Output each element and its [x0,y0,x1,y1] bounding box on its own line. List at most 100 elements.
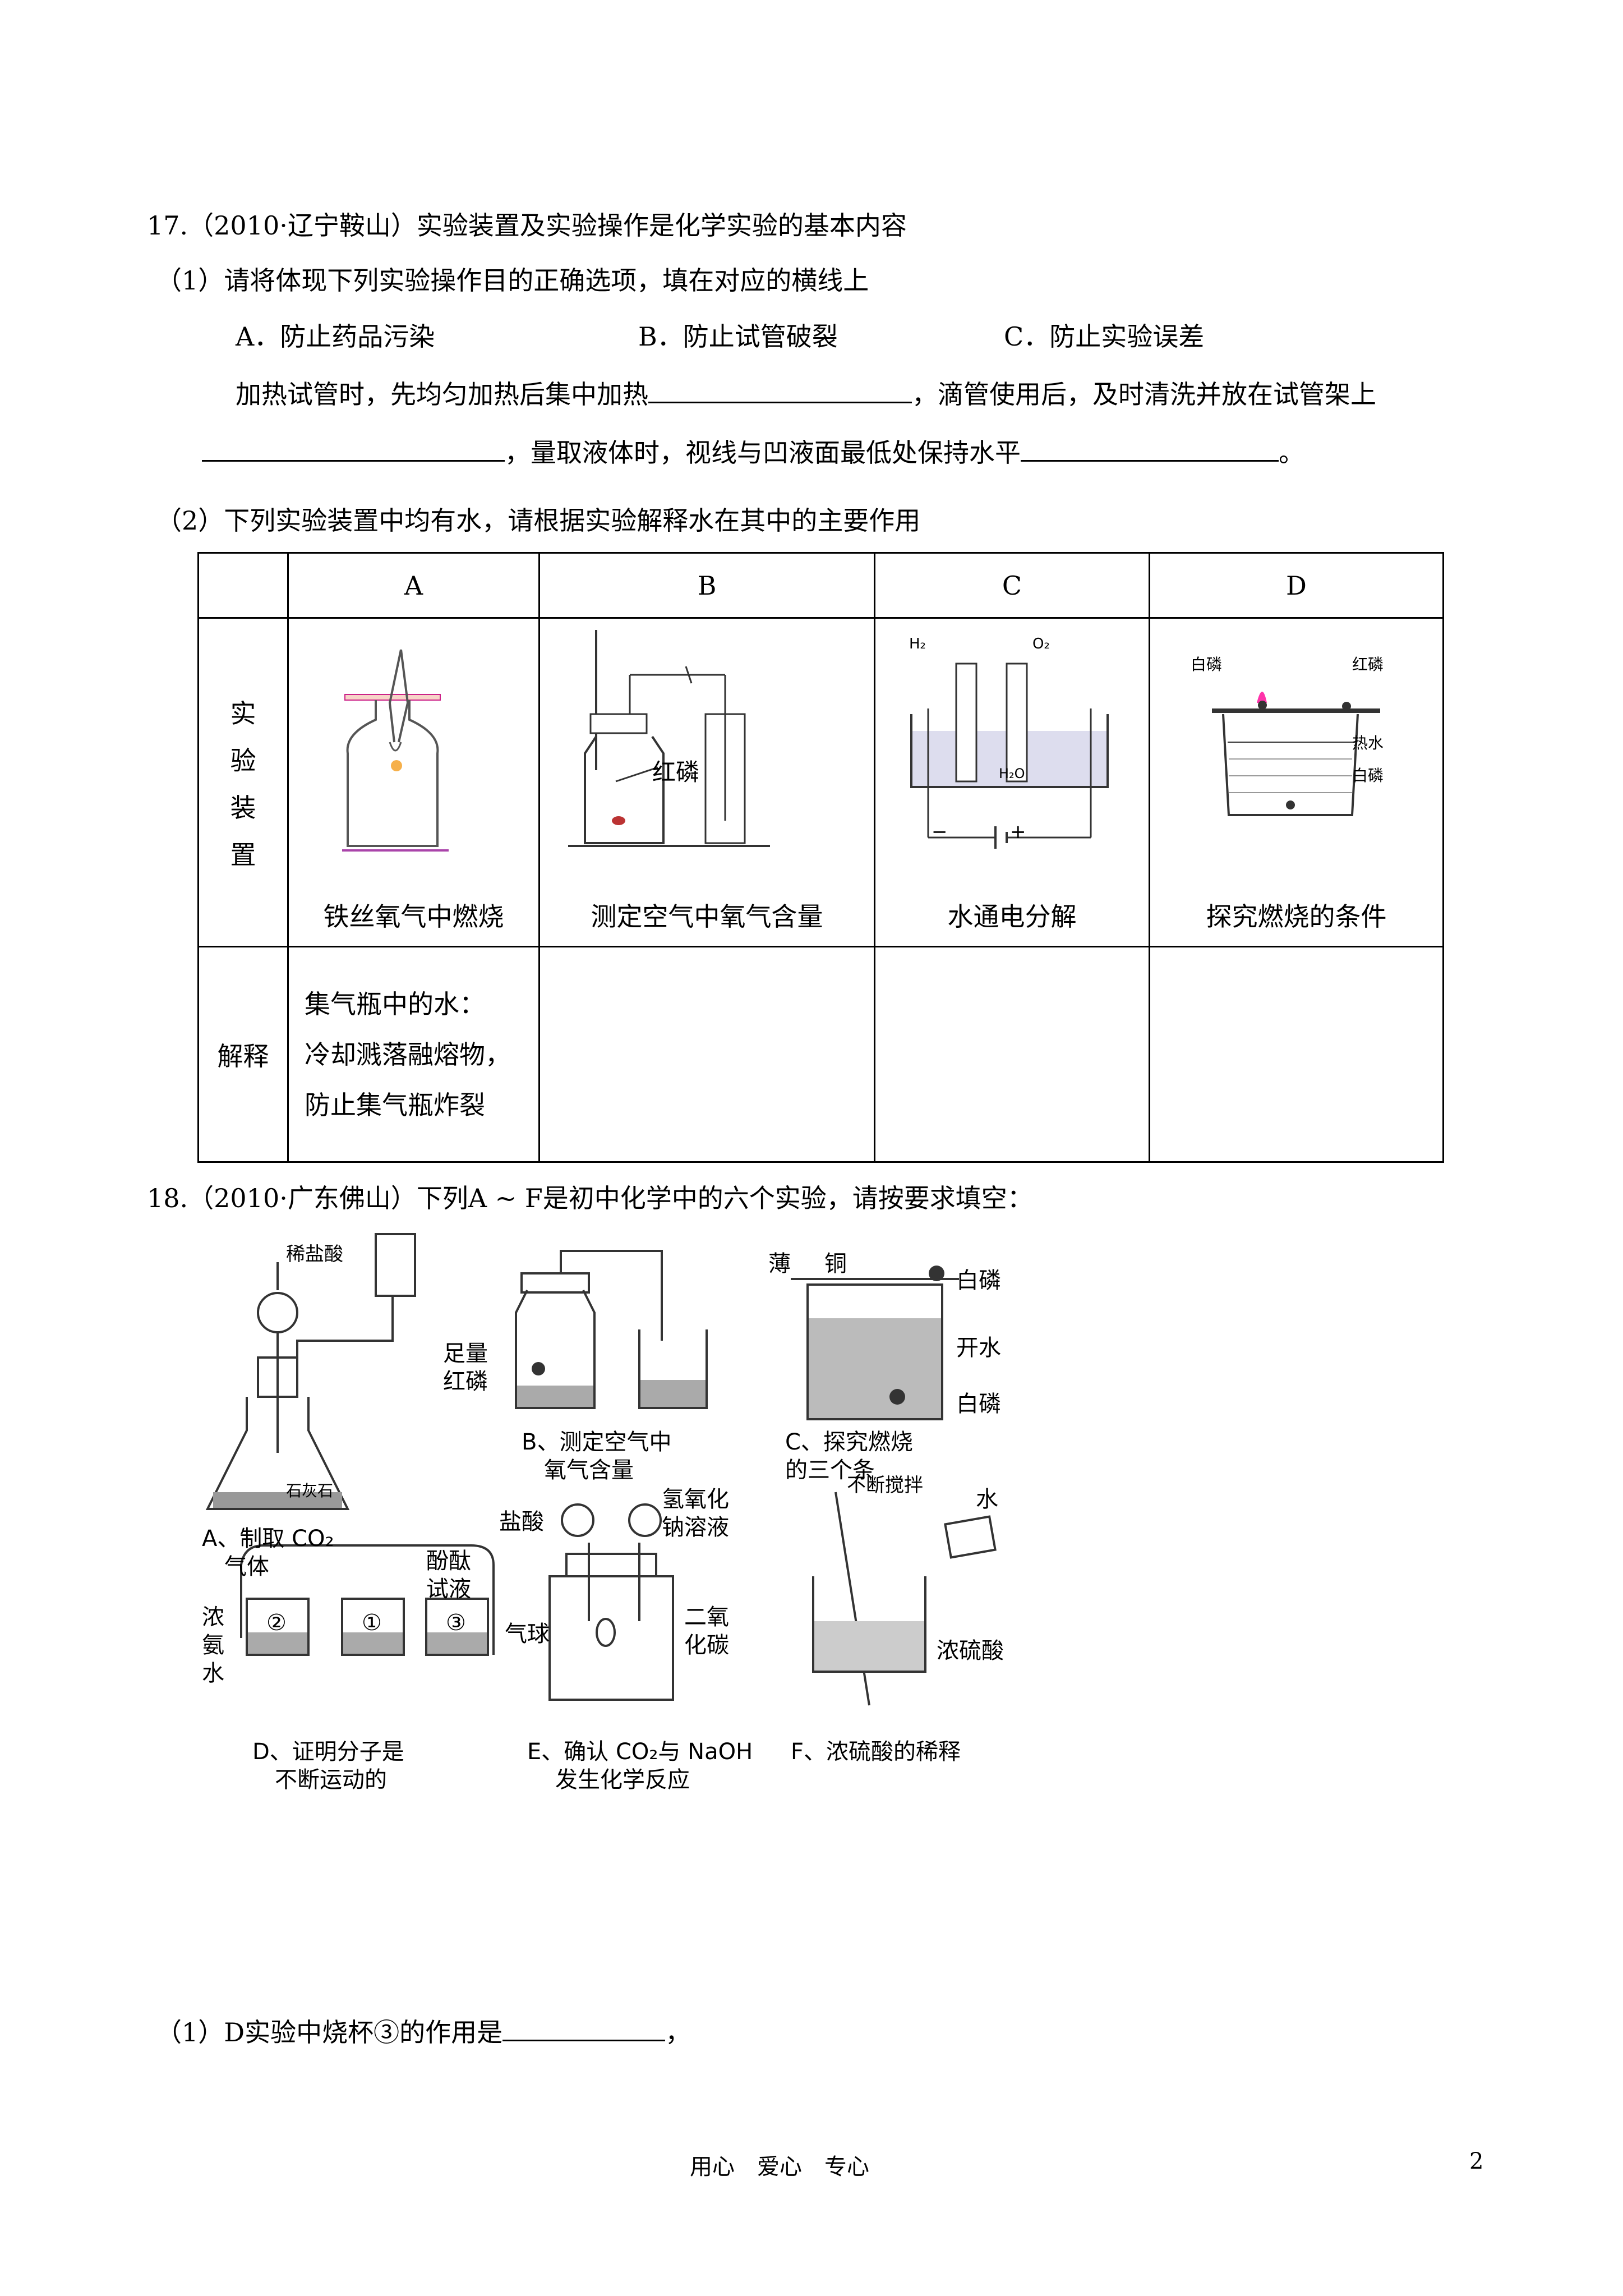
line1-text-a: 加热试管时，先均匀加热后集中加热 [236,379,648,409]
fig-a-caption-2: 气体 [224,1554,269,1580]
apparatus-cell-d: 白磷 红磷 热水 白磷 探究燃烧的条件 [1149,617,1444,947]
fig-f-caption: F、浓硫酸的稀释 [791,1739,961,1765]
fig-e-label-hcl: 盐酸 [499,1509,544,1535]
explain-a-line2: 冷却溅落融熔物， [305,1039,511,1070]
fig-a-caption-1: A、制取 CO₂ [202,1526,334,1552]
fig-b-caption-1: B、测定空气中 [522,1429,672,1455]
row-label-apparatus: 实 验 装 置 [197,617,289,947]
answer-blank-4[interactable] [502,2015,666,2041]
fig-f-label-sulfuric: 浓硫酸 [937,1638,1004,1664]
option-c: C．防止实验误差 [1004,321,1205,352]
fig-d-label-water: 水 [202,1660,224,1686]
row-label-char: 置 [230,839,256,870]
label-c-h2o: H₂O [999,766,1025,781]
label-c-minus: − [932,821,948,843]
option-a: A．防止药品污染 [236,321,435,352]
fig-a-label-limestone: 石灰石 [286,1481,334,1500]
iron-wire-burning-diagram [342,649,449,852]
fig-c-caption-2: 的三个条 [785,1457,875,1483]
answer-blank-2[interactable] [202,435,505,462]
fig-c-label-2: 铜 [824,1251,847,1277]
row-label-char: 验 [230,745,256,776]
explain-cell-d[interactable] [1149,946,1444,1163]
fig-f-label-water: 水 [976,1487,998,1512]
fig-c-caption-1: C、探究燃烧 [785,1429,913,1455]
fig-c-label-3: 白磷 [956,1268,1001,1294]
fig-e-caption-1: E、确认 CO₂与 NaOH [527,1739,753,1765]
q18-sub1: （1）D实验中烧杯③的作用是 ， [156,2015,691,2049]
fig-e-label-naoh-1: 氢氧化 [662,1487,729,1512]
apparatus-cell-c: H₂ O₂ H₂O − + 水通电分解 [874,617,1150,947]
fig-d-caption-2: 不断运动的 [275,1767,387,1793]
page-number: 2 [1469,2148,1484,2174]
label-d-white-phosphorus-2: 白磷 [1352,766,1384,785]
answer-blank-1[interactable] [648,377,912,403]
explain-cell-a: 集气瓶中的水： 冷却溅落融熔物， 防止集气瓶炸裂 [287,946,540,1163]
q18-sub1-text: （1）D实验中烧杯③的作用是 [156,2017,503,2047]
explain-cell-c[interactable] [874,946,1150,1163]
caption-b: 测定空气中氧气含量 [591,901,823,932]
footer-motto: 用心 爱心 专心 [690,2154,869,2180]
q17-line1: 加热试管时，先均匀加热后集中加热 ，滴管使用后，及时清洗并放在试管架上 [236,377,1376,411]
header-a: A [287,552,540,619]
fig-d-label-reagent: 试液 [426,1576,471,1602]
q17-part1: （1）请将体现下列实验操作目的正确选项，填在对应的横线上 [156,265,869,296]
caption-d: 探究燃烧的条件 [1206,901,1387,932]
fig-c-label-1: 薄 [768,1251,791,1277]
label-d-hot-water: 热水 [1352,734,1384,752]
electrolysis-diagram [910,662,1109,849]
apparatus-cell-b: 红磷 测定空气中氧气含量 [538,617,875,947]
label-d-white-phosphorus: 白磷 [1191,655,1223,674]
fig-d-beaker-3: ③ [446,1610,466,1636]
line2-text-a: ，量取液体时，视线与凹液面最低处保持水平 [505,438,1021,468]
explain-cell-b[interactable] [538,946,875,1163]
fig-e-label-co2-1: 二氧 [684,1604,729,1630]
combustion-conditions-diagram [1212,692,1380,816]
fig-d-beaker-1: ① [362,1610,382,1636]
fig-d-caption-1: D、证明分子是 [252,1739,404,1765]
label-c-o2: O₂ [1032,636,1050,652]
fig-d-label-phenolphthalein: 酚酞 [426,1548,471,1574]
explain-a-line3: 防止集气瓶炸裂 [305,1089,485,1120]
fig-e-label-naoh-2: 钠溶液 [662,1515,729,1540]
answer-blank-3[interactable] [1021,435,1279,462]
oxygen-content-diagram [568,630,770,847]
fig-b-caption-2: 氧气含量 [544,1457,634,1483]
line1-text-b: ，滴管使用后，及时清洗并放在试管架上 [912,379,1376,409]
fig-b-label-2: 红磷 [443,1369,488,1395]
fig-c-label-5: 白磷 [956,1391,1001,1417]
row-label-explain: 解释 [197,946,289,1163]
fig-c-label-4: 开水 [956,1335,1001,1361]
header-c: C [874,552,1150,619]
row-label-char: 装 [230,792,256,823]
caption-a: 铁丝氧气中燃烧 [323,901,504,932]
label-c-h2: H₂ [909,636,926,652]
apparatus-cell-a: 铁丝氧气中燃烧 [287,617,540,947]
header-d: D [1149,552,1444,619]
label-b-red-phosphorus: 红磷 [652,758,700,786]
q18-title: 18.（2010·广东佛山）下列A ~ F是初中化学中的六个实验，请按要求填空： [147,1183,1033,1213]
fig-b-label-1: 足量 [443,1341,488,1366]
fig-d-beaker-2: ② [266,1610,287,1636]
q17-line2: ，量取液体时，视线与凹液面最低处保持水平 。 [202,435,1304,470]
caption-c: 水通电分解 [947,901,1077,932]
fig-e-label-balloon: 气球 [505,1621,550,1647]
fig-d-label-conc: 浓 [202,1604,224,1630]
label-d-red-phosphorus: 红磷 [1352,655,1384,674]
q17-part2: （2）下列实验装置中均有水，请根据实验解释水在其中的主要作用 [156,505,921,536]
table-corner [197,552,289,619]
fig-d-label-ammonia: 氨 [202,1632,224,1658]
q18-sub1-comma: ， [665,2017,691,2047]
experiments-drawing [205,1233,997,1706]
fig-e-label-co2-2: 化碳 [684,1632,729,1658]
line2-text-b: 。 [1279,438,1304,468]
fig-f-label-stir: 不断搅拌 [847,1474,923,1497]
header-b: B [538,552,875,619]
fig-e-caption-2: 发生化学反应 [555,1767,690,1793]
label-c-plus: + [1010,821,1026,843]
option-b: B．防止试管破裂 [638,321,838,352]
q17-title: 17.（2010·辽宁鞍山）实验装置及实验操作是化学实验的基本内容 [147,210,907,241]
experiment-table: A B C D 实 验 装 置 铁丝氧气中燃烧 [197,552,1444,1163]
explain-a-line1: 集气瓶中的水： [305,988,485,1019]
q18-experiments-figure: 稀盐酸 石灰石 A、制取 CO₂ 气体 足量 红磷 B、测定空气中 氧气含量 薄… [202,1228,1088,1823]
